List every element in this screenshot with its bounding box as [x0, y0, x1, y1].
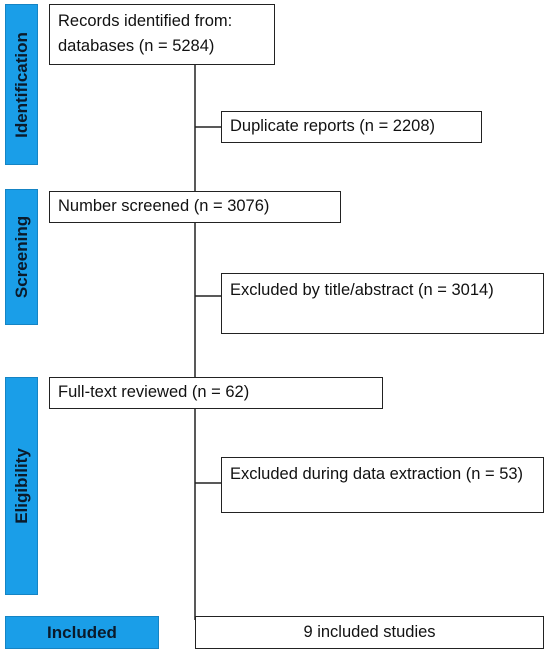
included-studies-text: 9 included studies: [303, 623, 436, 641]
full-text-text: Full-text reviewed (n = 62): [58, 383, 250, 401]
phase-included-label: Included: [47, 622, 117, 642]
excluded-title-box: Excluded by title/abstract (n = 3014): [221, 273, 544, 334]
phase-screening: Screening: [5, 189, 38, 325]
excluded-extraction-text: Excluded during data extraction (n = 53): [230, 465, 524, 483]
screened-box: Number screened (n = 3076): [49, 191, 341, 223]
records-identified-box: Records identified from: databases (n = …: [49, 4, 275, 65]
excluded-title-text: Excluded by title/abstract (n = 3014): [230, 281, 494, 299]
excluded-extraction-box: Excluded during data extraction (n = 53): [221, 457, 544, 513]
phase-eligibility-label: Eligibility: [11, 448, 31, 524]
phase-identification-label: Identification: [11, 31, 31, 138]
duplicates-text: Duplicate reports (n = 2208): [230, 117, 435, 135]
phase-eligibility: Eligibility: [5, 377, 38, 595]
included-studies-box: 9 included studies: [195, 616, 544, 649]
phase-identification: Identification: [5, 4, 38, 165]
duplicates-box: Duplicate reports (n = 2208): [221, 111, 482, 143]
full-text-box: Full-text reviewed (n = 62): [49, 377, 383, 409]
phase-screening-label: Screening: [11, 215, 31, 299]
phase-included: Included: [5, 616, 159, 649]
records-identified-text: Records identified from: databases (n = …: [58, 12, 233, 55]
screened-text: Number screened (n = 3076): [58, 197, 270, 215]
